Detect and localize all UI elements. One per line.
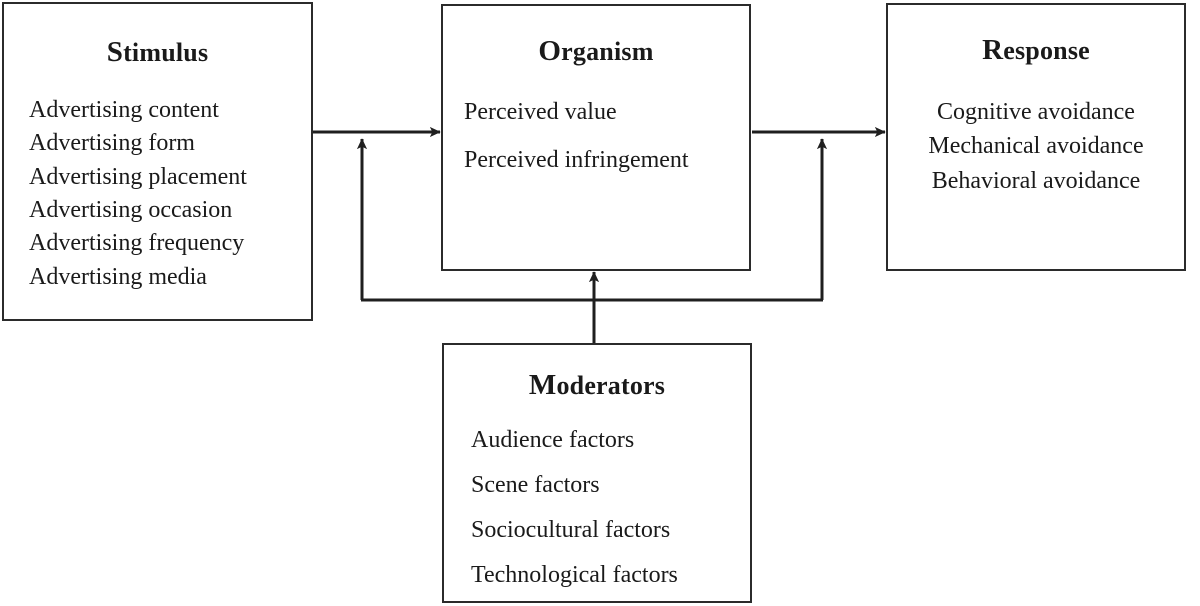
node-response: Response Cognitive avoidance Mechanical …: [886, 3, 1186, 271]
node-response-items: Cognitive avoidance Mechanical avoidance…: [888, 95, 1184, 199]
node-stimulus-title-initial: S: [106, 36, 124, 68]
node-moderators-title-initial: M: [528, 369, 557, 401]
node-moderators-items: Audience factors Scene factors Sociocult…: [444, 428, 750, 587]
node-response-title-initial: R: [982, 34, 1004, 66]
list-item: Perceived infringement: [464, 146, 689, 173]
node-stimulus-title-rest: timulus: [123, 38, 209, 67]
list-item: Advertising frequency: [29, 230, 245, 257]
node-stimulus-items: Advertising content Advertising form Adv…: [4, 94, 311, 294]
list-item: Scene factors: [471, 471, 600, 498]
list-item: Audience factors: [471, 426, 635, 453]
node-organism-items: Perceived value Perceived infringement: [443, 100, 749, 172]
node-organism-title-initial: O: [538, 35, 562, 67]
node-organism: Organism Perceived value Perceived infri…: [441, 4, 751, 271]
node-response-title: Response: [888, 34, 1184, 67]
list-item: Sociocultural factors: [471, 516, 671, 543]
node-organism-title: Organism: [443, 35, 749, 68]
list-item: Behavioral avoidance: [931, 167, 1141, 194]
list-item: Advertising form: [29, 130, 195, 157]
list-item: Advertising placement: [29, 163, 247, 190]
node-stimulus: Stimulus Advertising content Advertising…: [2, 2, 313, 321]
node-moderators: Moderators Audience factors Scene factor…: [442, 343, 752, 603]
list-item: Advertising occasion: [29, 196, 233, 223]
node-stimulus-title: Stimulus: [4, 36, 311, 69]
list-item: Advertising content: [29, 96, 219, 123]
list-item: Advertising media: [29, 263, 207, 290]
node-moderators-title-rest: oderators: [556, 371, 666, 400]
node-response-title-rest: esponse: [1003, 36, 1090, 65]
node-organism-title-rest: rganism: [561, 37, 654, 66]
list-item: Technological factors: [471, 561, 678, 588]
list-item: Cognitive avoidance: [937, 98, 1135, 125]
list-item: Mechanical avoidance: [928, 133, 1144, 160]
list-item: Perceived value: [464, 98, 617, 125]
node-moderators-title: Moderators: [444, 369, 750, 402]
